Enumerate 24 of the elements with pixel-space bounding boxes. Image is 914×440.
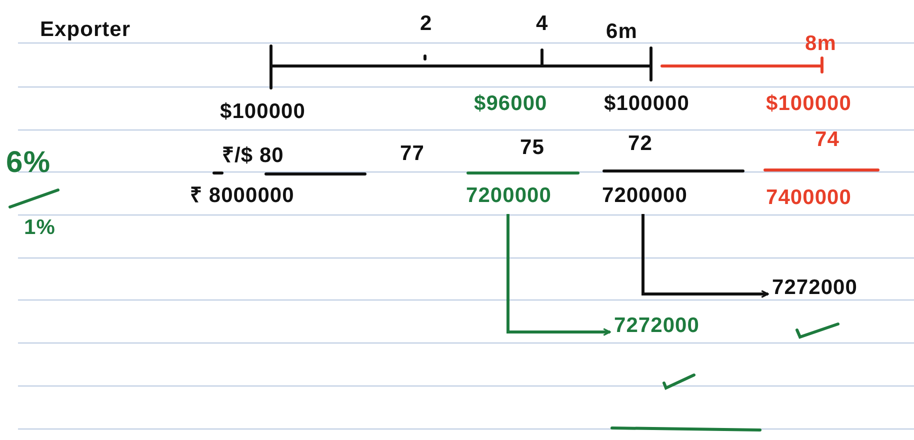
handwritten-label: $100000 xyxy=(220,99,306,125)
handwritten-label: 6% xyxy=(6,145,51,181)
handwritten-label: ₹ 8000000 xyxy=(190,183,294,209)
handwritten-label: Exporter xyxy=(40,17,131,43)
handwritten-label: $100000 xyxy=(766,91,852,117)
arrow xyxy=(506,214,611,336)
arrow xyxy=(642,214,769,298)
handwritten-label: 75 xyxy=(520,135,544,161)
handwritten-label: 1% xyxy=(24,215,56,241)
handwritten-label: 2 xyxy=(420,11,432,37)
handwritten-label: 8m xyxy=(805,31,836,57)
handwritten-label: 7400000 xyxy=(766,185,852,211)
handwritten-label: $100000 xyxy=(604,91,690,117)
value-text: 7272000 xyxy=(614,312,700,340)
value-text: 7200000 xyxy=(602,182,688,210)
handwritten-label: 72 xyxy=(628,131,652,157)
value-text: 7272000 xyxy=(772,274,858,302)
handwritten-label: 4 xyxy=(536,11,548,37)
handwritten-label: ₹/$ 80 xyxy=(222,143,284,169)
handwritten-label: 6m xyxy=(606,19,638,45)
value-text: 7200000 xyxy=(466,182,552,210)
handwritten-label: $96000 xyxy=(474,91,548,117)
handwritten-label: 74 xyxy=(815,127,840,153)
handwritten-label: 77 xyxy=(400,141,424,167)
